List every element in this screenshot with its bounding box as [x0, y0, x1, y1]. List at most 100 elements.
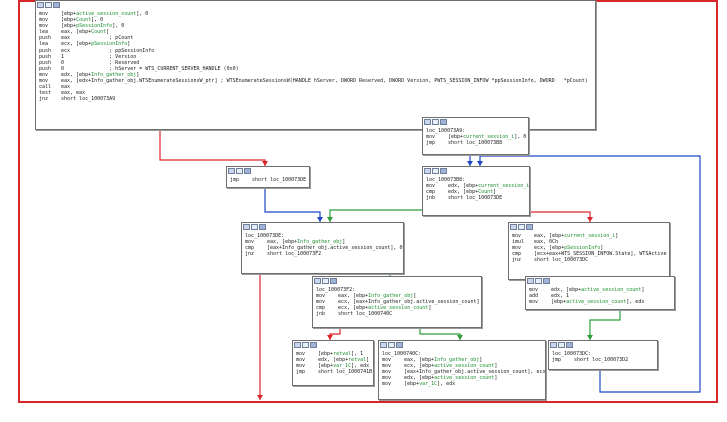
block-graph-icon[interactable] — [543, 278, 550, 284]
block-color-icon[interactable] — [424, 119, 431, 125]
block-graph-icon[interactable] — [566, 342, 573, 348]
block-group-icon[interactable] — [518, 224, 525, 230]
block-group-icon[interactable] — [432, 168, 439, 174]
code-label[interactable]: loc_100073DE: — [245, 233, 285, 239]
block-graph-icon[interactable] — [310, 342, 317, 348]
block-color-icon[interactable] — [527, 278, 534, 284]
block-group-icon[interactable] — [322, 278, 329, 284]
block-graph-icon[interactable] — [396, 342, 403, 348]
instruction-line[interactable]: mov[ebp+var_1C], edx — [296, 363, 371, 369]
block-graph-icon[interactable] — [440, 119, 447, 125]
instruction-line[interactable]: mov[ebp+active_session_count], 0 — [39, 11, 593, 17]
instruction-line[interactable]: mov[ebp+pSessionInfo], 0 — [39, 23, 593, 29]
code-label[interactable]: loc_100073F2: — [316, 287, 356, 293]
code-label[interactable]: loc_100073A9: — [426, 128, 466, 134]
block-graph-icon[interactable] — [526, 224, 533, 230]
code-label[interactable]: loc_100073DC: — [552, 351, 592, 357]
instruction-line[interactable]: mov[ebp+active_session_count], edx — [529, 299, 672, 305]
instruction-line[interactable]: mov[ebp+Count], 0 — [39, 17, 593, 23]
block-group-icon[interactable] — [302, 342, 309, 348]
block-color-icon[interactable] — [294, 342, 301, 348]
code-block-n1[interactable]: loc_100073A9:mov[ebp+current_session_i],… — [422, 117, 529, 155]
block-group-icon[interactable] — [558, 342, 565, 348]
block-group-icon[interactable] — [251, 224, 258, 230]
edge-n10-n3[interactable] — [479, 155, 701, 393]
block-color-icon[interactable] — [380, 342, 387, 348]
block-color-icon[interactable] — [424, 168, 431, 174]
instruction-line[interactable]: cmp[eax+Info_gather_obj.active_session_c… — [245, 245, 402, 251]
block-graph-icon[interactable] — [259, 224, 266, 230]
block-color-icon[interactable] — [228, 168, 235, 174]
block-graph-icon[interactable] — [330, 278, 337, 284]
block-group-icon[interactable] — [535, 278, 542, 284]
block-group-icon[interactable] — [432, 119, 439, 125]
code-label[interactable]: loc_100073B8: — [426, 177, 466, 183]
block-group-icon[interactable] — [388, 342, 395, 348]
block-group-icon[interactable] — [236, 168, 243, 174]
block-graph-icon[interactable] — [244, 168, 251, 174]
instruction-line[interactable]: mov[eax+Info_gather_obj.active_session_c… — [382, 369, 545, 376]
code-label[interactable]: loc_1000740C: — [382, 351, 422, 357]
block-graph-icon[interactable] — [53, 2, 60, 8]
instruction-line[interactable]: mov[ebp+var_1C], edx — [382, 381, 543, 387]
instruction-line[interactable]: cmp[ecx+eax+WTS_SESSION_INFOW.State], WT… — [512, 251, 667, 257]
block-color-icon[interactable] — [243, 224, 250, 230]
block-color-icon[interactable] — [510, 224, 517, 230]
operands: ecx, [ebp+active_session_count] — [338, 305, 432, 312]
block-color-icon[interactable] — [550, 342, 557, 348]
block-graph-icon[interactable] — [440, 168, 447, 174]
mnemonic: mov — [382, 369, 392, 376]
block-color-icon[interactable] — [314, 278, 321, 284]
block-group-icon[interactable] — [45, 2, 52, 8]
instruction-line[interactable]: mov[ebp+current_session_i], 0 — [426, 134, 526, 140]
instruction-line[interactable]: mov[ebp+retval], 1 — [296, 351, 371, 357]
block-color-icon[interactable] — [37, 2, 44, 8]
